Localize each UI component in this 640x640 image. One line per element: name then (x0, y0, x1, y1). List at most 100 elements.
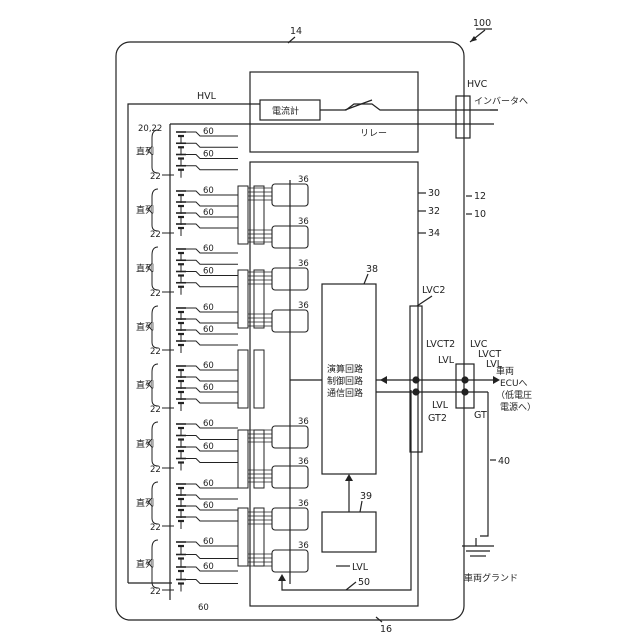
hvc-label: HVC (467, 79, 488, 90)
sense-line (186, 495, 238, 499)
circuit-line-1: 演算回路 (327, 363, 363, 375)
ref-32: 32 (428, 206, 440, 217)
ref-60: 60 (203, 361, 214, 371)
series-label: 直列 (136, 497, 154, 509)
ref-36: 36 (298, 259, 309, 269)
circuit-line-3: 通信回路 (327, 387, 363, 399)
battery-cells-layer: 直列 60 60 22 直列 60 60 22 直列 60 60 22 直列 60 60 22 直列 60 60 22… (128, 124, 238, 613)
ref-22: 22 (150, 289, 161, 299)
ref-20-22: 20,22 (138, 124, 162, 134)
ref-38-leader (364, 274, 368, 284)
ecu-line-1: 車両 (496, 365, 514, 377)
sense-line (186, 341, 238, 345)
lvl-bottom-arrow (278, 574, 286, 581)
ref-36: 36 (298, 417, 309, 427)
lvc2-terminal-2 (413, 389, 419, 395)
hvc-connector (456, 96, 470, 138)
ref-60: 60 (203, 501, 214, 511)
sense-line (186, 202, 238, 206)
ref-100: 100 (473, 18, 491, 29)
ref-60: 60 (203, 244, 214, 254)
ref-36: 36 (298, 457, 309, 467)
ground-label: 車両グランド (464, 572, 518, 584)
ecu-line-2: ECUへ (500, 379, 528, 389)
power-to-circuit-arrow (345, 474, 353, 481)
sense-line (186, 459, 238, 463)
sense-line (186, 283, 238, 287)
ref-36: 36 (298, 217, 309, 227)
ref-60: 60 (203, 419, 214, 429)
ref-22: 22 (150, 230, 161, 240)
ref-22: 22 (150, 172, 161, 182)
ref-50-leader (346, 582, 356, 590)
lvc2-leader (417, 296, 432, 306)
gt-label: GT (474, 410, 487, 421)
ref-36: 36 (298, 499, 309, 509)
sense-connector (238, 508, 248, 566)
ref-36: 36 (298, 301, 309, 311)
sense-line (186, 260, 238, 264)
to-inverter-label: インバータへ (474, 96, 528, 107)
series-label: 直列 (136, 379, 154, 391)
sense-line (186, 555, 238, 559)
series-label: 直列 (136, 438, 154, 450)
sense-line (186, 377, 238, 381)
ref-60-bottom: 60 (198, 603, 209, 613)
ref-60: 60 (203, 325, 214, 335)
ref-60: 60 (203, 150, 214, 160)
ref-60: 60 (203, 267, 214, 277)
ref-60: 60 (203, 303, 214, 313)
sense-connector (254, 430, 264, 488)
ref-60: 60 (203, 442, 214, 452)
series-label: 直列 (136, 558, 154, 570)
ref-22: 22 (150, 347, 161, 357)
sense-connector (254, 508, 264, 566)
ref-14: 14 (290, 26, 302, 37)
sense-connector (254, 270, 264, 328)
series-label: 直列 (136, 321, 154, 333)
series-label: 直列 (136, 263, 154, 275)
series-label: 直列 (136, 204, 154, 216)
sense-connector (238, 270, 248, 328)
ref-38: 38 (366, 264, 378, 275)
ref-22: 22 (150, 587, 161, 597)
lvc-terminal-2 (462, 389, 468, 395)
relay-contact (345, 100, 372, 110)
ref-60: 60 (203, 383, 214, 393)
sense-line (186, 319, 238, 323)
series-label: 直列 (136, 146, 154, 158)
sense-connector (254, 186, 264, 244)
ref-60: 60 (203, 208, 214, 218)
ref-12: 12 (474, 191, 486, 202)
gt2-label: GT2 (428, 413, 447, 424)
ref-22: 22 (150, 465, 161, 475)
relay-label: リレー (360, 129, 387, 139)
sense-line (186, 580, 238, 584)
circuit-line-2: 制御回路 (327, 375, 363, 387)
ref-10: 10 (474, 209, 486, 220)
sense-connector (238, 186, 248, 244)
ref-60: 60 (203, 537, 214, 547)
ecu-line-3: （低電圧 (496, 389, 532, 401)
ref-36: 36 (298, 541, 309, 551)
ref-30: 30 (428, 188, 440, 199)
monitor-ics-layer: 36 36 36 36 36 36 36 36 (238, 175, 309, 572)
hvl-label: HVL (197, 91, 217, 102)
ref-60: 60 (203, 479, 214, 489)
sense-connector (238, 430, 248, 488)
lvl-bottom-label: LVL (352, 562, 369, 573)
ref-50: 50 (358, 577, 370, 588)
lvl-label: LVL (438, 355, 455, 366)
lvl-arrow-out (493, 376, 500, 384)
lvct2-label: LVCT2 (426, 339, 455, 350)
ref-36: 36 (298, 175, 309, 185)
ecu-line-4: 電源へ） (500, 402, 536, 413)
ref-39-leader (360, 501, 362, 512)
ref-34: 34 (428, 228, 440, 239)
ref-16: 16 (380, 624, 392, 635)
sense-connector (238, 350, 248, 408)
lvc-connector (456, 364, 474, 408)
lvc-terminal-1 (462, 377, 468, 383)
ref-22: 22 (150, 405, 161, 415)
